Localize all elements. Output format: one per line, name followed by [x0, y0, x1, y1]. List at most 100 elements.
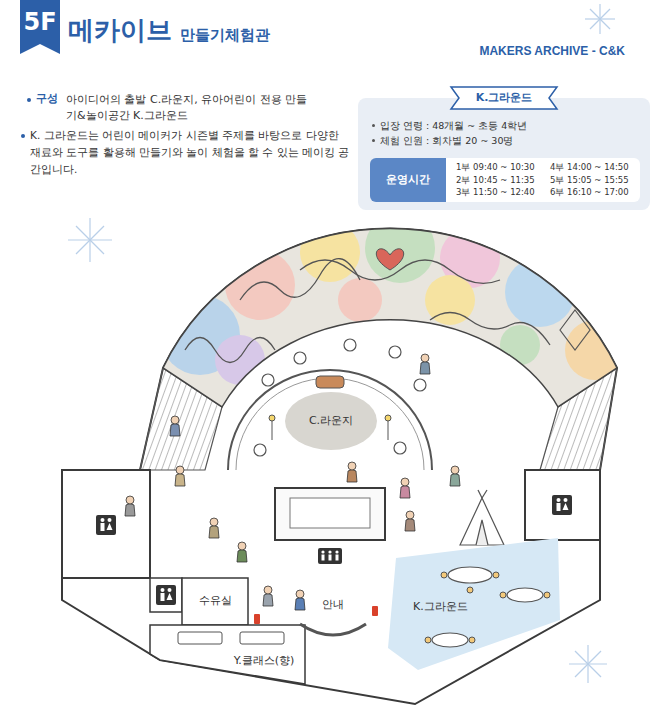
kids-chair	[425, 637, 431, 643]
visitor-head	[126, 496, 134, 504]
kids-chair	[467, 587, 473, 593]
lounge-railing	[236, 378, 424, 470]
visitor-head	[401, 478, 409, 486]
class-table	[240, 632, 284, 644]
title-anchor: 메카이브	[68, 14, 172, 47]
sofa	[316, 376, 344, 388]
extinguisher	[254, 614, 260, 624]
wing-room	[525, 470, 600, 540]
class-table	[178, 632, 222, 644]
visitor-head	[238, 542, 246, 550]
visitor-head	[176, 466, 184, 474]
label-anchor: K. 그라운드는 어린이 메이커가 시즌별 주제를 바탕으로 다양한 재료와 도…	[30, 127, 352, 177]
schedule-box-text: 6부 16:10 ~ 17:00	[550, 187, 630, 198]
label-anchor: 아이디어의 출발 C.라운지, 유아어린이 전용 만들기&놀이공간 K.그라운드	[66, 92, 316, 124]
kids-table	[507, 588, 543, 602]
info-panel: 입장 연령 : 48개월 ~ 초등 4학년체험 인원 : 회차별 20 ~ 30…	[358, 98, 650, 210]
label-anchor: 만들기체험관	[180, 26, 270, 45]
mural-doodle	[560, 310, 590, 350]
lamp	[385, 415, 391, 440]
y-class-room: Y.클래스(향)	[222, 650, 306, 672]
mural-blob	[505, 257, 575, 327]
restroom-icon	[96, 515, 116, 535]
visitor-body	[347, 470, 357, 483]
lounge-area-text: C.라운지	[309, 414, 353, 428]
kids-table	[448, 567, 492, 583]
mural-blob	[338, 278, 382, 322]
visitor-body	[175, 474, 185, 487]
visitor-head	[264, 586, 272, 594]
visitor-head	[451, 466, 459, 474]
visitor-body	[170, 424, 180, 437]
mural-doodle	[300, 260, 500, 283]
schedule-box: 1부 09:40 ~ 10:30 2부 10:45 ~ 11:353부 11:50…	[446, 158, 640, 202]
floor-badge-text: 5F	[23, 7, 56, 37]
visitor-body	[420, 362, 430, 375]
lounge-area: C.라운지	[285, 392, 377, 450]
info-panel-text: 체험 인원 : 회차별 20 ~ 30명	[380, 135, 640, 147]
visitor-figure	[263, 586, 273, 606]
mural-doodle	[185, 338, 275, 363]
schedule-box-text: 1부 09:40 ~ 10:30	[456, 162, 536, 173]
info-panel-text: 입장 연령 : 48개월 ~ 초등 4학년	[380, 120, 640, 132]
kids-chair	[493, 572, 499, 578]
sparkle	[68, 218, 112, 262]
lamp	[269, 415, 275, 440]
schedule-box-text: 3부 11:50 ~ 12:40	[456, 187, 536, 198]
restroom-room	[150, 578, 182, 612]
visitor-figure	[125, 496, 135, 516]
nursing-room-text: 수유실	[199, 594, 232, 608]
schedule-box-text: 5부 15:05 ~ 15:55	[550, 175, 630, 186]
bullet-text: 아이디어의 출발 C.라운지, 유아어린이 전용 만들기&놀이공간 K.그라운드	[66, 92, 316, 124]
mural-doodle	[430, 313, 550, 346]
title-ribbon: K.그라운드	[450, 86, 558, 110]
lounge-floor	[285, 392, 377, 450]
tables	[254, 339, 426, 456]
kids-table	[432, 633, 468, 647]
visitor-figure	[400, 478, 410, 498]
visitor-body	[125, 504, 135, 517]
visitor-body	[295, 598, 305, 611]
badge-shape	[20, 0, 60, 54]
extinguisher	[372, 606, 378, 616]
label-anchor: 안내	[322, 598, 344, 612]
bullet-key: 구성	[36, 92, 58, 106]
hours-label-text: 운영시간	[386, 173, 430, 187]
visitor-body	[450, 474, 460, 487]
visitor-figure	[295, 590, 305, 610]
mural-blob	[565, 320, 625, 380]
restroom-icon	[552, 495, 572, 515]
visitor-head	[421, 354, 429, 362]
subtitle: 만들기체험관	[180, 26, 270, 45]
ribbon-shape	[451, 87, 557, 109]
visitor-body	[400, 486, 410, 499]
bullet-dot	[21, 134, 25, 138]
visitor-body	[237, 550, 247, 563]
wing-room	[62, 470, 150, 578]
visitor-head	[171, 416, 179, 424]
page-title: 메카이브	[68, 14, 172, 47]
map-label: 안내	[322, 598, 344, 612]
class-room-wall	[150, 625, 305, 684]
visitor-figure	[237, 542, 247, 562]
mural-blob	[500, 325, 540, 365]
visitor-figure	[405, 511, 415, 531]
hours-label: 운영시간	[370, 158, 446, 202]
counter	[275, 488, 385, 540]
label-anchor: 구성	[36, 92, 58, 106]
title-ribbon-text: K.그라운드	[476, 91, 533, 105]
visitor-figure	[450, 466, 460, 486]
kids-ground-area-text: K.그라운드	[413, 600, 563, 614]
mural-doodle	[376, 249, 403, 270]
schedule-box-text: 2부 10:45 ~ 11:35	[456, 175, 536, 186]
visitor-head	[406, 511, 414, 519]
visitor-figure	[420, 354, 430, 374]
nursing-room: 수유실	[186, 584, 244, 618]
info-desk	[300, 624, 366, 635]
visitor-figure	[347, 462, 357, 482]
visitor-head	[210, 518, 218, 526]
mural-frame	[163, 229, 617, 407]
visitor-figure	[175, 466, 185, 486]
description-text: K. 그라운드는 어린이 메이커가 시즌별 주제를 바탕으로 다양한 재료와 도…	[30, 127, 352, 177]
kids-chair	[441, 572, 447, 578]
